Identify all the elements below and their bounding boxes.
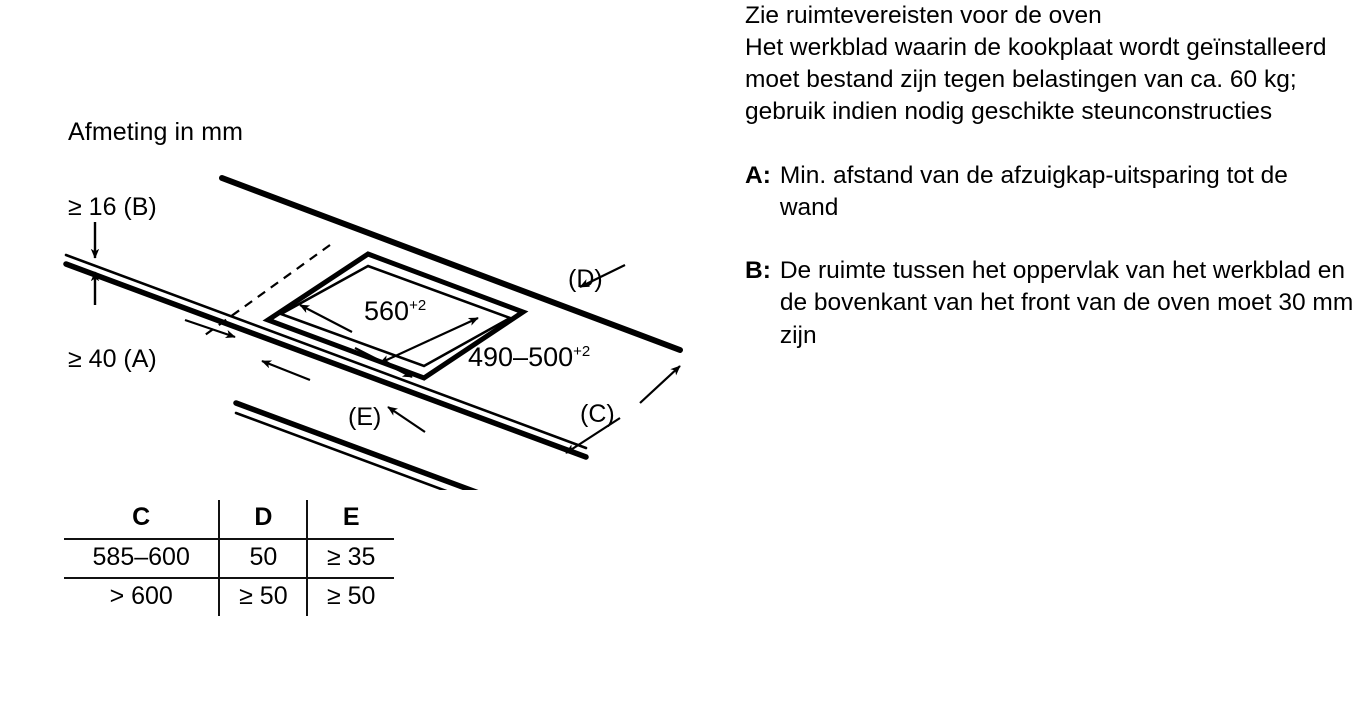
leader-arrow-d <box>579 264 626 288</box>
dimension-table: C D E 585–600 50 ≥ 35 > 600 ≥ 50 ≥ 50 <box>64 500 394 616</box>
label-d: (D) <box>568 265 603 293</box>
note-a-key: A: <box>745 162 771 189</box>
figure-caption: Afmeting in mm <box>68 118 244 146</box>
note-b: B: De ruimte tussen het oppervlak van he… <box>745 255 1355 352</box>
leader-arrow-c <box>565 365 681 454</box>
dimension-table-wrapper: C D E 585–600 50 ≥ 35 > 600 ≥ 50 ≥ 50 <box>64 500 414 616</box>
worktop-lower-edge <box>233 400 479 490</box>
table-cell: ≥ 50 <box>306 578 394 616</box>
table-header-d: D <box>218 500 308 540</box>
note-a: A: Min. afstand van de afzuigkap-uitspar… <box>745 160 1345 225</box>
label-b-min-16: ≥ 16 (B) <box>68 193 157 221</box>
cutout-outline-inner <box>277 264 514 368</box>
table-header-row: C D E <box>64 500 394 540</box>
note-worktop-load-capacity: Het werkblad waarin de kookplaat wordt g… <box>745 34 1327 126</box>
table-cell: 585–600 <box>64 539 220 579</box>
note-b-key: B: <box>745 257 771 284</box>
table-cell: ≥ 35 <box>306 539 394 579</box>
notes-column: A: Min. afstand van de afzuigkap-uitspar… <box>745 0 1355 708</box>
label-c: (C) <box>580 400 615 428</box>
wall-line <box>219 175 683 353</box>
drawing-column: Afmeting in mm <box>63 118 683 616</box>
construction-dashed-line <box>204 244 331 336</box>
worktop-cutout-drawing <box>63 175 683 490</box>
worktop-upper-edge <box>63 253 589 460</box>
note-b-text: De ruimte tussen het oppervlak van het w… <box>779 257 1354 349</box>
leader-arrow-e <box>387 406 426 433</box>
dimension-label-width: 560+2 <box>364 296 427 326</box>
table-cell: ≥ 50 <box>218 578 308 616</box>
dimension-label-depth: 490–500+2 <box>468 342 591 372</box>
label-e: (E) <box>348 403 382 431</box>
table-header-e: E <box>306 500 394 540</box>
table-row: > 600 ≥ 50 ≥ 50 <box>64 578 394 616</box>
table-cell: 50 <box>218 539 308 579</box>
note-a-text: Min. afstand van de afzuigkap-uitsparing… <box>779 162 1288 222</box>
note-oven-space-requirements: Zie ruimtevereisten voor de oven <box>745 2 1102 29</box>
table-cell: > 600 <box>109 582 173 610</box>
cutout-outline-outer <box>262 251 529 381</box>
dimension-arrow-depth <box>379 317 479 364</box>
table-header-c: C <box>64 500 220 540</box>
table-row: 585–600 50 ≥ 35 <box>64 539 394 579</box>
dimension-arrow-a <box>184 318 311 382</box>
label-a-min-40: ≥ 40 (A) <box>68 345 157 373</box>
